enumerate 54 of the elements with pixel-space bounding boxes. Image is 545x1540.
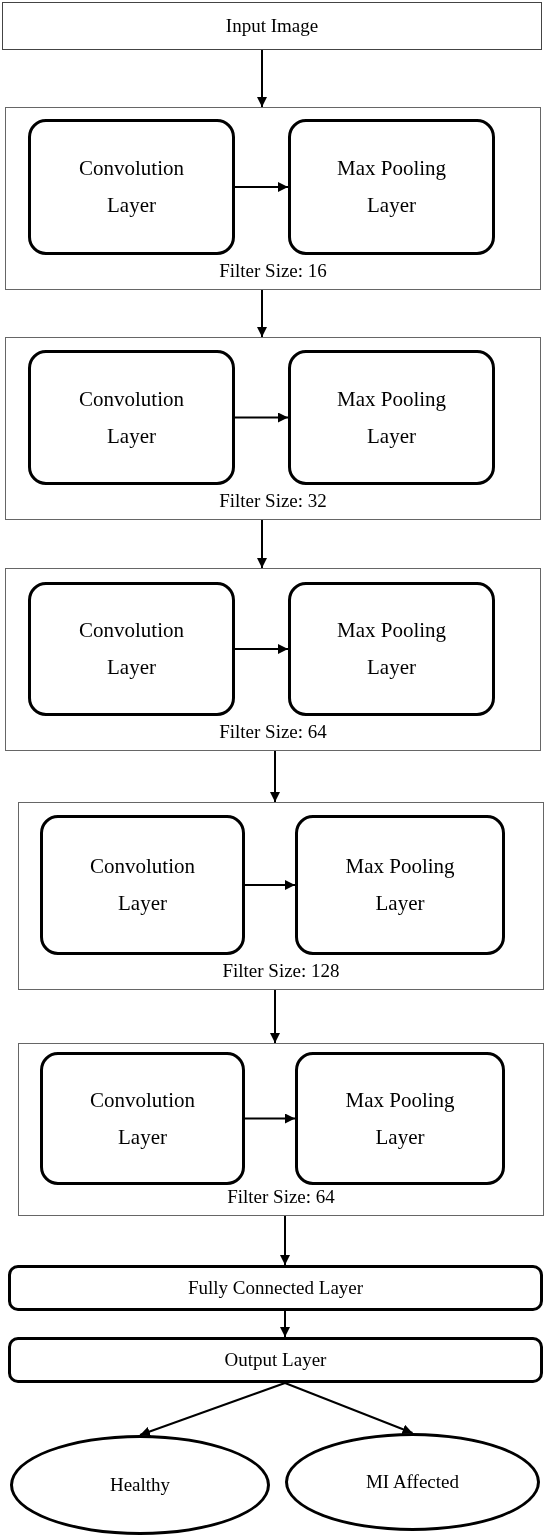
arrow — [270, 989, 280, 1044]
node-label: MI Affected — [364, 1470, 460, 1494]
stage-panel — [18, 802, 544, 990]
output-ellipse — [10, 1435, 270, 1535]
arrow — [244, 880, 296, 890]
layer-box — [288, 582, 495, 716]
node-label: Convolution Layer — [78, 617, 185, 681]
arrow — [280, 1215, 290, 1266]
stage-panel — [5, 568, 541, 751]
node-label: Max Pooling Layer — [335, 385, 448, 450]
arrow — [280, 1310, 290, 1338]
node-label: Output Layer — [223, 1348, 328, 1372]
node-label: Convolution Layer — [89, 853, 196, 917]
node-label: Max Pooling Layer — [335, 617, 448, 681]
layer-box — [295, 1052, 505, 1185]
arrow — [139, 1382, 286, 1437]
filter-size-label: Filter Size: 16 — [218, 260, 328, 283]
filter-size-label: Filter Size: 128 — [221, 960, 341, 983]
arrow — [284, 1382, 414, 1434]
arrow — [244, 1113, 296, 1124]
layer-box — [28, 119, 235, 255]
node-label: Convolution Layer — [78, 155, 185, 219]
filter-size-label: Filter Size: 64 — [226, 1186, 336, 1209]
filter-size-label: Filter Size: 64 — [218, 721, 328, 744]
arrow — [257, 49, 267, 108]
node-label: Max Pooling Layer — [335, 155, 448, 219]
layer-box — [288, 350, 495, 485]
output-ellipse — [285, 1433, 540, 1531]
stage-panel — [5, 337, 541, 520]
layer-box — [288, 119, 495, 255]
arrow — [234, 182, 289, 192]
node-label: Convolution Layer — [78, 385, 185, 450]
arrow — [257, 519, 267, 569]
node-label: Fully Connected Layer — [186, 1276, 365, 1300]
layer-box — [8, 1265, 543, 1311]
stage-panel — [5, 107, 541, 290]
layer-box — [28, 582, 235, 716]
layer-box — [8, 1337, 543, 1383]
input-box — [2, 2, 542, 50]
arrow — [257, 289, 267, 338]
layer-box — [295, 815, 505, 955]
arrow — [234, 412, 289, 423]
layer-box — [28, 350, 235, 485]
node-label: Max Pooling Layer — [344, 853, 456, 917]
node-label: Max Pooling Layer — [344, 1086, 456, 1151]
filter-size-label: Filter Size: 32 — [218, 490, 328, 513]
node-label: Healthy — [108, 1473, 172, 1497]
node-label: Convolution Layer — [89, 1086, 196, 1151]
stage-panel — [18, 1043, 544, 1216]
node-label: Input Image — [224, 14, 320, 38]
arrow — [234, 644, 289, 654]
layer-box — [40, 1052, 245, 1185]
layer-box — [40, 815, 245, 955]
arrow — [270, 750, 280, 803]
